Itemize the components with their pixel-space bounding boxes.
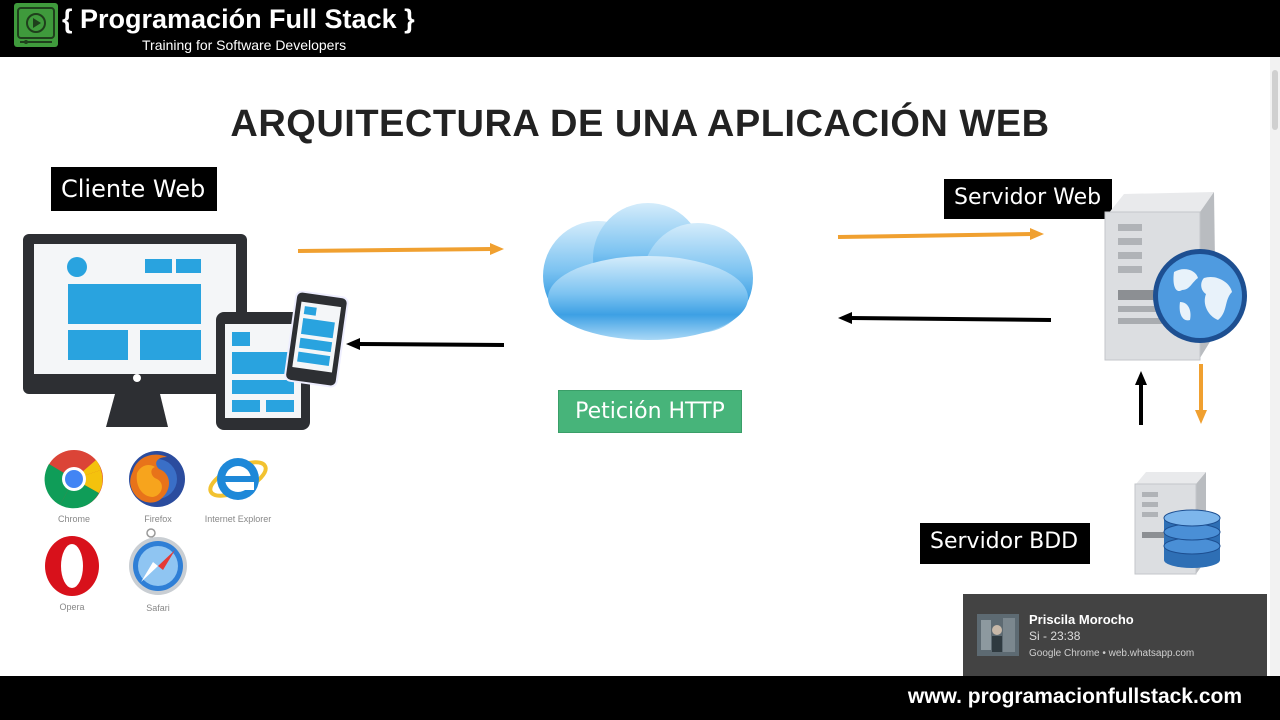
internet-explorer-label: Internet Explorer xyxy=(204,514,272,524)
client-label: Cliente Web xyxy=(51,167,218,211)
client-devices-icon xyxy=(23,234,349,430)
internet-explorer-icon xyxy=(208,458,268,500)
web-server-label: Servidor Web xyxy=(944,179,1113,219)
response-arrow-server xyxy=(838,312,1052,324)
web-server-icon xyxy=(1104,192,1247,361)
footer-bar xyxy=(0,676,1280,720)
opera-label: Opera xyxy=(59,602,85,612)
firefox-label: Firefox xyxy=(144,514,172,524)
header-bar xyxy=(0,0,1280,57)
database-icon xyxy=(1163,509,1221,568)
safari-icon xyxy=(129,528,187,595)
globe-icon xyxy=(1153,249,1247,343)
scrollbar[interactable] xyxy=(1270,57,1280,676)
internet-explorer-browser: Internet Explorer xyxy=(204,449,272,524)
avatar xyxy=(977,614,1019,656)
opera-icon xyxy=(45,536,99,596)
db-to-server-arrow xyxy=(1135,371,1147,425)
brand-subtitle: Training for Software Developers xyxy=(142,37,347,53)
opera-browser: Opera xyxy=(44,535,100,612)
request-arrow-server xyxy=(837,228,1044,240)
chrome-browser: Chrome xyxy=(44,449,104,524)
safari-label: Safari xyxy=(146,603,170,613)
response-arrow-client xyxy=(346,338,505,350)
play-screen-icon xyxy=(14,3,58,47)
chrome-label: Chrome xyxy=(57,514,90,524)
database-server-icon xyxy=(1134,472,1221,575)
chrome-icon xyxy=(44,450,103,509)
footer-url: www. programacionfullstack.com xyxy=(907,685,1242,708)
notification-toast[interactable]: Priscila Morocho Si - 23:38 Google Chrom… xyxy=(963,594,1267,676)
http-request-badge: Petición HTTP xyxy=(558,390,742,433)
firefox-icon xyxy=(129,451,185,507)
notification-source: Google Chrome • web.whatsapp.com xyxy=(1029,648,1195,659)
internet-cloud-icon xyxy=(543,203,753,340)
db-server-label: Servidor BDD xyxy=(920,523,1091,564)
firefox-browser: Firefox xyxy=(127,449,189,524)
notification-sender: Priscila Morocho xyxy=(1029,612,1134,627)
brand-title: { Programación Full Stack } xyxy=(62,4,415,34)
slide-title: ARQUITECTURA DE UNA APLICACIÓN WEB xyxy=(230,103,1050,145)
server-to-db-arrow xyxy=(1195,364,1207,424)
request-arrow-client xyxy=(297,243,504,255)
scrollbar-thumb[interactable] xyxy=(1272,70,1278,130)
safari-browser: Safari xyxy=(127,528,189,613)
notification-message: Si - 23:38 xyxy=(1029,629,1081,643)
